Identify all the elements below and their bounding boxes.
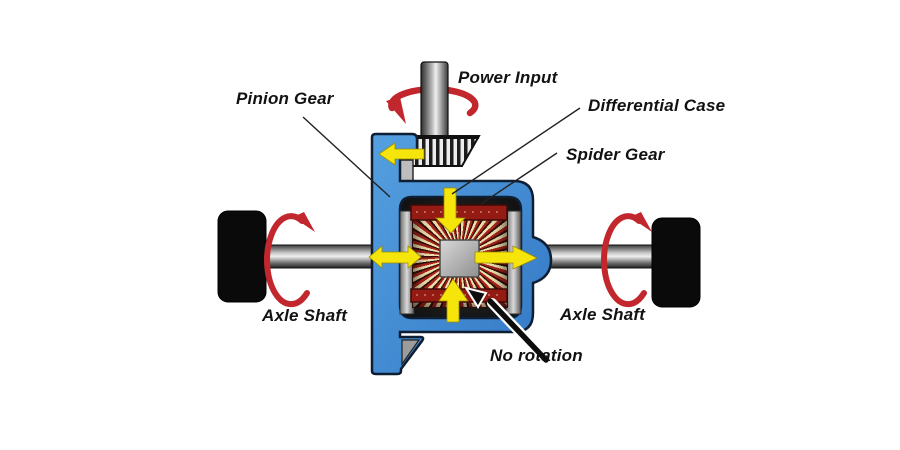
- power-input-label: Power Input: [458, 68, 558, 87]
- differential-case-leader: [451, 107, 581, 195]
- flange-wedge: [401, 339, 421, 366]
- bottom-force-arrow: [438, 278, 469, 323]
- top-force-arrow: [435, 187, 466, 234]
- left-force-arrow: [368, 245, 422, 269]
- spider-gear-leader: [480, 152, 558, 205]
- force-arrows: [368, 142, 538, 323]
- no-rotation-pointer: [463, 286, 552, 366]
- right-wheel: [651, 217, 701, 308]
- label-leader-lines: [302, 107, 581, 205]
- axle-shaft-left-label: Axle Shaft: [262, 306, 348, 325]
- spider-gear-label: Spider Gear: [566, 145, 665, 164]
- differential-case-label: Differential Case: [588, 96, 726, 115]
- pinion-gear-label: Pinion Gear: [236, 89, 334, 108]
- pinion-force-arrow: [378, 142, 425, 166]
- spider-gear-center-block: [439, 239, 480, 278]
- left-axle-rotation-arrow: [264, 212, 315, 308]
- no-rotation-label: No rotation: [490, 346, 583, 365]
- right-axle-rotation-arrow: [601, 212, 652, 308]
- right-force-arrow: [474, 245, 538, 270]
- axle-shaft-right-label: Axle Shaft: [560, 305, 646, 324]
- pinion-gear-leader: [302, 116, 391, 198]
